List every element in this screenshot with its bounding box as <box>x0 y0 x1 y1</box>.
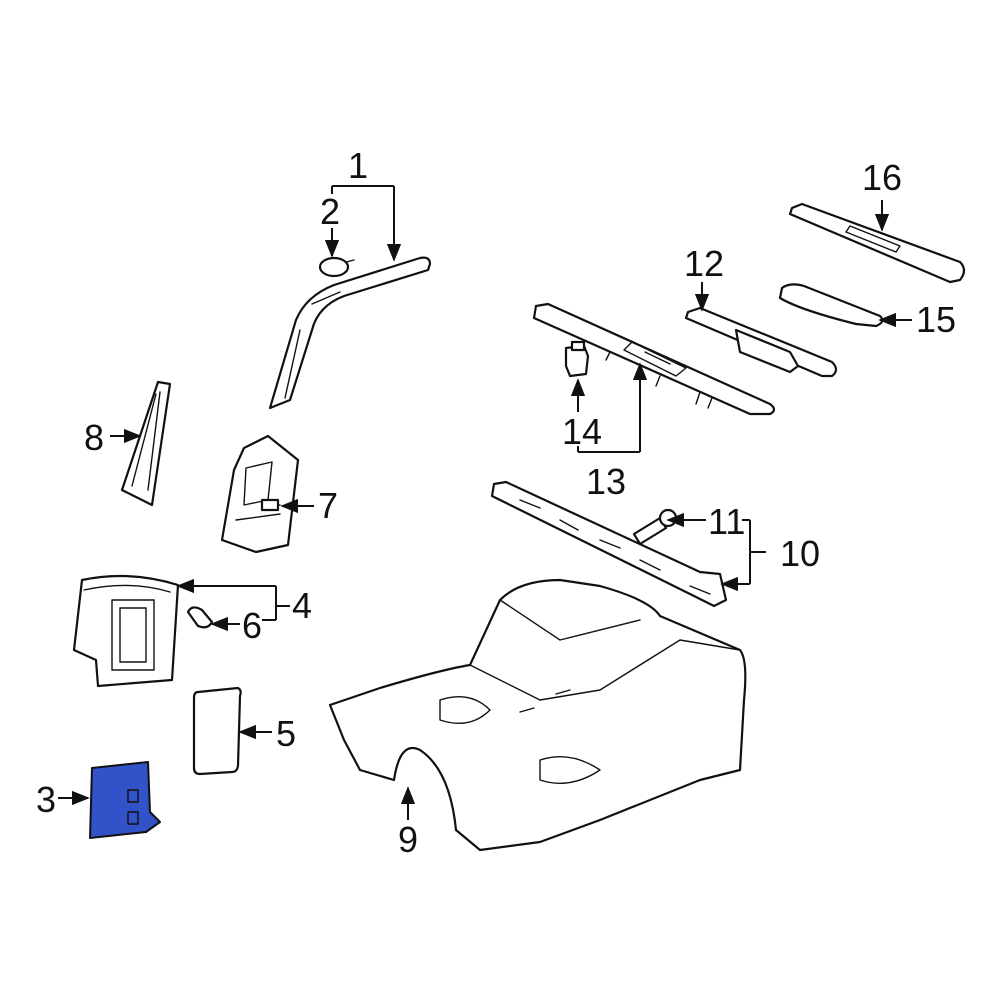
part-12-console-trim[interactable] <box>684 306 838 378</box>
label-13: 13 <box>586 461 626 502</box>
part-10-reinforcement-bar[interactable] <box>490 480 728 608</box>
label-6: 6 <box>242 605 262 646</box>
label-12: 12 <box>684 243 724 284</box>
part-3-highlighted-panel[interactable] <box>89 761 161 839</box>
part-14-fastener[interactable] <box>564 340 590 378</box>
label-3: 3 <box>36 779 56 820</box>
label-2: 2 <box>320 191 340 232</box>
part-9-floor-carpet[interactable] <box>328 578 747 852</box>
label-8: 8 <box>84 417 104 458</box>
label-11: 11 <box>708 501 745 542</box>
part-1-pillar-trim[interactable] <box>268 256 432 410</box>
part-5-panel[interactable] <box>192 686 242 776</box>
part-3-fill <box>89 761 161 839</box>
part-6-clip[interactable] <box>186 606 214 629</box>
callout-labels: 1 2 8 7 4 6 5 3 9 14 13 12 15 16 11 10 <box>36 145 956 860</box>
part-2-clip[interactable] <box>318 256 355 278</box>
label-10: 10 <box>780 533 820 574</box>
label-15: 15 <box>916 299 956 340</box>
part-11-bolt[interactable] <box>632 508 678 546</box>
part-15-pad[interactable] <box>778 283 884 328</box>
part-4-quarter-panel[interactable] <box>72 574 180 688</box>
part-13-rear-shelf[interactable] <box>532 302 776 416</box>
label-4: 4 <box>292 585 312 626</box>
part-16-sill-plate[interactable] <box>788 202 966 284</box>
leader-lines <box>58 185 912 820</box>
label-9: 9 <box>398 819 418 860</box>
label-5: 5 <box>276 713 296 754</box>
part-8-trim-strip[interactable] <box>120 380 172 507</box>
label-14: 14 <box>562 411 602 452</box>
label-7: 7 <box>318 485 338 526</box>
label-16: 16 <box>862 157 902 198</box>
part-7-bracket[interactable] <box>220 434 300 554</box>
label-1: 1 <box>348 145 368 186</box>
